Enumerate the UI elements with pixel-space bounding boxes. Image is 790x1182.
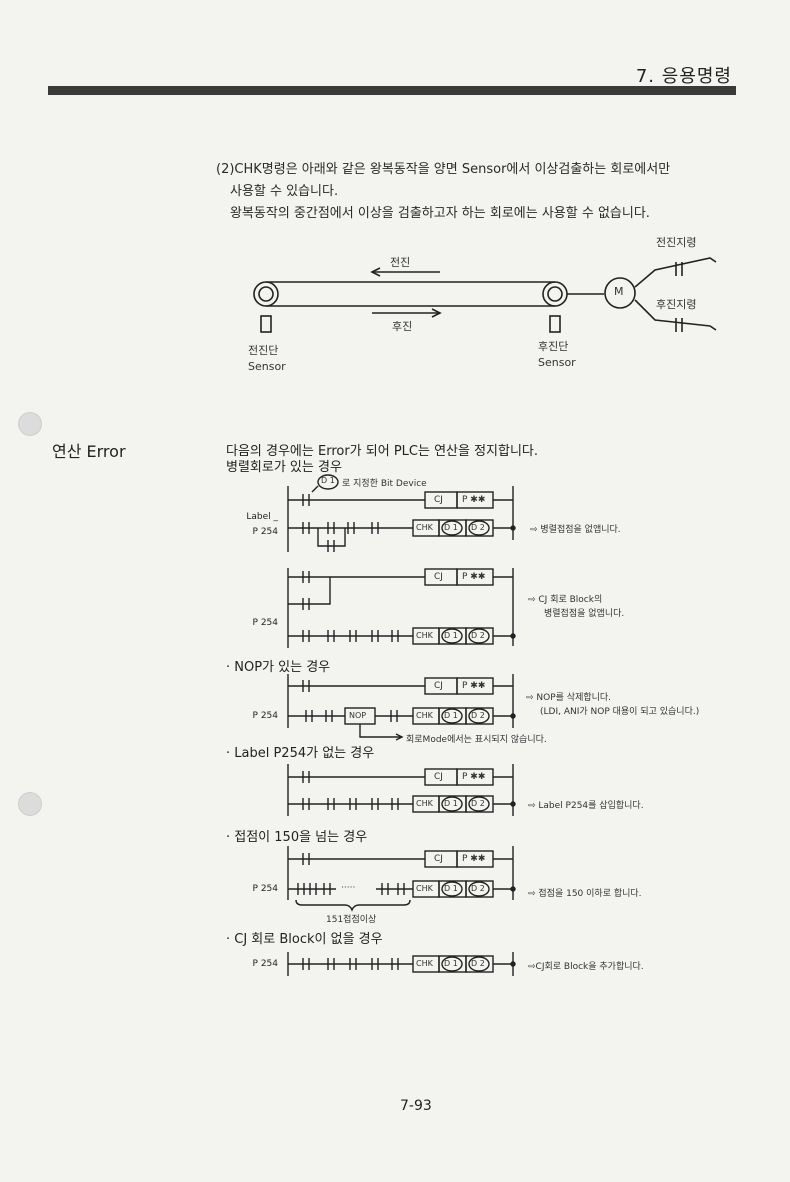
d1-label: D 1: [444, 799, 458, 808]
backward-limit-label: 후진지령: [656, 298, 697, 311]
pxx-label: P ✱✱: [462, 572, 486, 582]
d2-label: D 2: [471, 799, 485, 808]
backward-label: 후진: [392, 320, 413, 333]
intro-line-1: (2)CHK명령은 아래와 같은 왕복동작을 양면 Sensor에서 이상검출하…: [216, 162, 671, 177]
note-2b: 병렬접점을 없앱니다.: [544, 609, 625, 619]
cj-label: CJ: [434, 681, 443, 691]
p254-label: P 254: [252, 618, 278, 628]
p254-label: P 254: [252, 527, 278, 537]
d1-label: D 1: [444, 523, 458, 532]
nop-label: NOP: [349, 711, 367, 720]
chk-label: CHK: [416, 884, 433, 893]
p254-label: P 254: [252, 884, 278, 894]
left-sensor-label-1: 전진단: [248, 344, 279, 357]
motor-label: M: [614, 285, 624, 298]
section-title: 연산 Error: [52, 442, 126, 461]
parallel-heading: 병렬회로가 있는 경우: [226, 460, 342, 475]
note-1: ⇨ 병렬접점을 없앱니다.: [530, 525, 621, 535]
note-3b: (LDI, ANI가 NOP 대용이 되고 있습니다.): [540, 707, 700, 717]
intro-line-3: 왕복동작의 중간점에서 이상을 검출하고자 하는 회로에는 사용할 수 없습니다…: [230, 206, 650, 221]
d2-label: D 2: [471, 959, 485, 968]
label-heading: · Label P254가 없는 경우: [226, 746, 375, 761]
left-pulley: [253, 281, 279, 307]
chk-label: CHK: [416, 631, 433, 640]
d1-label: D 1: [444, 711, 458, 720]
chk-label: CHK: [416, 523, 433, 532]
d2-label: D 2: [471, 631, 485, 640]
d2-label: D 2: [471, 523, 485, 532]
chk-label: CHK: [416, 799, 433, 808]
intro-line-2: 사용할 수 있습니다.: [230, 184, 339, 199]
d2-label: D 2: [471, 884, 485, 893]
forward-limit-label: 전진지령: [656, 236, 697, 249]
binder-hole: [18, 412, 42, 436]
page-number: 7-93: [400, 1098, 432, 1114]
note-5: ⇨ 접점을 150 이하로 합니다.: [528, 889, 642, 899]
chk-label: CHK: [416, 711, 433, 720]
forward-label: 전진: [390, 256, 411, 269]
d2-label: D 2: [471, 711, 485, 720]
bit-device-note: 로 지정한 Bit Device: [342, 479, 427, 489]
note-6: ⇨CJ회로 Block을 추가합니다.: [528, 962, 644, 972]
cj-label: CJ: [434, 572, 443, 582]
cj-label: CJ: [434, 772, 443, 782]
right-sensor: [549, 315, 561, 333]
d1-tag: D 1: [321, 476, 335, 485]
binder-hole: [18, 792, 42, 816]
label-text: Label _: [246, 512, 278, 522]
left-sensor-label-2: Sensor: [248, 360, 286, 373]
chapter-title: 7. 응용명령: [635, 66, 732, 87]
right-sensor-label-1: 후진단: [538, 340, 569, 353]
d1-label: D 1: [444, 884, 458, 893]
nop-heading: · NOP가 있는 경우: [226, 660, 331, 675]
cj-heading: · CJ 회로 Block이 없을 경우: [226, 932, 383, 947]
right-pulley: [542, 281, 568, 307]
p254-label: P 254: [252, 711, 278, 721]
pxx-label: P ✱✱: [462, 681, 486, 691]
chk-label: CHK: [416, 959, 433, 968]
left-sensor: [260, 315, 272, 333]
d1-label: D 1: [444, 959, 458, 968]
cj-label: CJ: [434, 854, 443, 864]
right-sensor-label-2: Sensor: [538, 356, 576, 369]
d1-label: D 1: [444, 631, 458, 640]
pxx-label: P ✱✱: [462, 495, 486, 505]
contacts-count: 151접점이상: [326, 915, 377, 925]
note-4: ⇨ Label P254를 삽입합니다.: [528, 801, 644, 811]
error-description: 다음의 경우에는 Error가 되어 PLC는 연산을 정지합니다.: [226, 444, 539, 459]
contact-heading: · 접점이 150을 넘는 경우: [226, 830, 368, 845]
pxx-label: P ✱✱: [462, 772, 486, 782]
note-3a: ⇨ NOP를 삭제합니다.: [526, 693, 612, 703]
note-2a: ⇨ CJ 회로 Block의: [528, 595, 603, 605]
p254-label: P 254: [252, 959, 278, 969]
ellipsis: ·····: [341, 883, 356, 893]
pxx-label: P ✱✱: [462, 854, 486, 864]
cj-label: CJ: [434, 495, 443, 505]
note-3c: 회로Mode에서는 표시되지 않습니다.: [406, 735, 547, 745]
header-rule: [48, 86, 736, 95]
